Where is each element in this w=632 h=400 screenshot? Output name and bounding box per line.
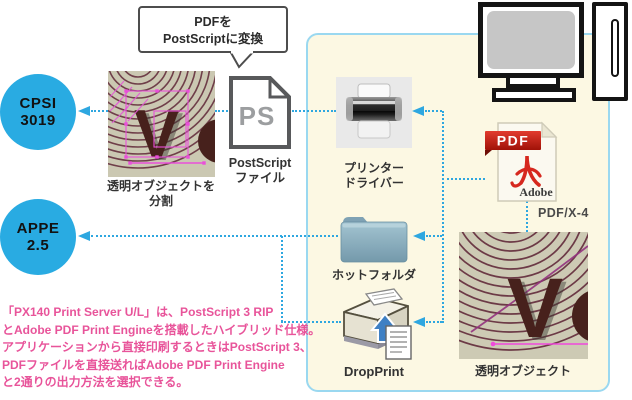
callout-line1: PDFを bbox=[194, 15, 232, 29]
description-text: 「PX140 Print Server U/L」は、PostScript 3 R… bbox=[2, 304, 320, 392]
callout-line2: PostScriptに変換 bbox=[162, 32, 263, 46]
monitor-screen bbox=[487, 11, 575, 69]
artwork-letter: V bbox=[134, 96, 179, 172]
connector-appe-folder bbox=[91, 235, 338, 237]
connector-trunk-vertical bbox=[442, 111, 444, 323]
description-line: 「PX140 Print Server U/L」は、PostScript 3 R… bbox=[2, 305, 274, 319]
pdf-badge-text: PDF bbox=[497, 133, 530, 149]
tower-drive-slot bbox=[611, 19, 619, 77]
printer-caption-line2: ドライバー bbox=[344, 176, 404, 190]
printer-driver-caption: プリンター ドライバー bbox=[314, 161, 434, 191]
split-objects-caption: 透明オブジェクトを 分割 bbox=[101, 179, 221, 209]
pdf-brand-text: Adobe bbox=[519, 185, 553, 199]
connector-ps-printer bbox=[292, 110, 336, 112]
connector-pdf-transparent bbox=[526, 201, 528, 232]
connector-junction-vertical bbox=[281, 236, 283, 322]
split-objects-image: V V bbox=[108, 71, 215, 177]
monitor-neck bbox=[506, 78, 560, 88]
monitor-icon bbox=[478, 2, 584, 78]
ps-caption-line1: PostScript bbox=[228, 156, 292, 170]
hotfolder-caption: ホットフォルダ bbox=[314, 268, 434, 283]
appe-label-line1: APPE bbox=[16, 220, 60, 237]
description-line: アプリケーションから直接印刷するときはPostScript 3、 bbox=[2, 340, 312, 354]
ps-caption-line2: ファイル bbox=[234, 171, 285, 185]
transparent-object-caption-line: 透明オブジェクト bbox=[474, 364, 571, 378]
tower-icon bbox=[592, 2, 628, 101]
ps-file-icon: PS bbox=[229, 76, 291, 149]
description-line: PDFファイルを直接送ればAdobe PDF Print Engine bbox=[2, 357, 285, 372]
connector-cpsi-image bbox=[91, 110, 108, 112]
cpsi-label-line1: CPSI bbox=[19, 95, 57, 112]
ps-file-caption: PostScript ファイル bbox=[200, 156, 320, 186]
connector-trunk-pdf bbox=[442, 178, 485, 180]
arrowhead-into-folder bbox=[413, 231, 425, 241]
arrowhead-into-cpsi bbox=[78, 106, 90, 116]
cpsi-node: CPSI 3019 bbox=[0, 74, 76, 150]
description-line: とAdobe PDF Print Engineを搭載したハイブリッド仕様。 bbox=[2, 322, 321, 337]
monitor-base bbox=[492, 88, 576, 102]
dropprint-printer-icon bbox=[343, 288, 412, 360]
hotfolder-caption-line: ホットフォルダ bbox=[331, 268, 416, 282]
callout-tail bbox=[229, 51, 255, 69]
split-objects-caption-line1: 透明オブジェクトを bbox=[106, 179, 215, 193]
ps-glyph: PS bbox=[239, 101, 276, 131]
pdfx4-caption: PDF/X-4 bbox=[538, 206, 608, 221]
connector-trunk-printer bbox=[425, 110, 442, 112]
connector-trunk-folder bbox=[426, 235, 442, 237]
description-line: と2通りの出力方法を選択できる。 bbox=[2, 375, 189, 389]
dropprint-caption-line: DropPrint bbox=[344, 364, 404, 379]
pdf-file-icon: PDF Adobe bbox=[485, 121, 558, 202]
artwork-letter: V bbox=[507, 261, 563, 355]
printer-icon bbox=[346, 83, 402, 139]
folder-icon bbox=[340, 217, 408, 263]
connector-junction-dropprint bbox=[281, 321, 341, 323]
appe-label-line2: 2.5 bbox=[26, 237, 50, 254]
cpsi-label-line2: 3019 bbox=[20, 112, 56, 129]
printer-caption-line1: プリンター bbox=[343, 161, 404, 175]
arrowhead-into-dropprint bbox=[413, 317, 425, 327]
connector-image-ps bbox=[215, 110, 228, 112]
appe-node: APPE 2.5 bbox=[0, 199, 76, 275]
dropprint-caption: DropPrint bbox=[314, 364, 434, 379]
pdfx4-caption-line: PDF/X-4 bbox=[538, 206, 589, 220]
artwork-letter-shadow: V bbox=[511, 264, 567, 358]
transparent-object-caption: 透明オブジェクト bbox=[463, 364, 583, 379]
arrowhead-into-printer bbox=[412, 106, 424, 116]
split-objects-caption-line2: 分割 bbox=[148, 194, 173, 208]
transparent-object-image: V V bbox=[459, 232, 588, 359]
connector-trunk-dropprint bbox=[426, 321, 442, 323]
pdf-to-ps-callout: PDFを PostScriptに変換 bbox=[138, 6, 288, 53]
arrowhead-into-appe bbox=[78, 231, 90, 241]
